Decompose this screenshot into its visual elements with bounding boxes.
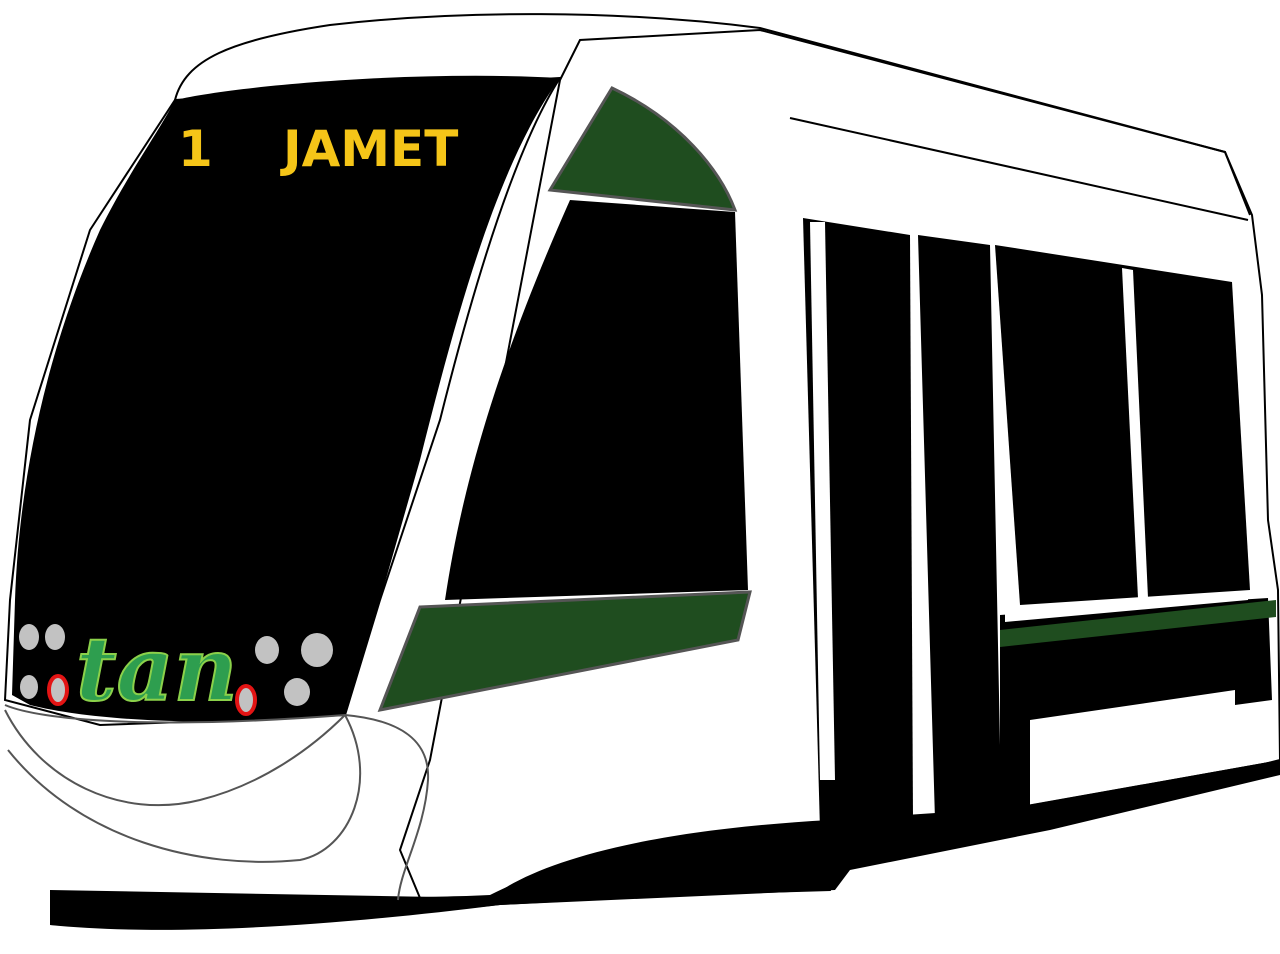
line-number: 1 xyxy=(178,120,213,178)
front-windshield xyxy=(12,75,560,722)
headlamp-left-3 xyxy=(20,675,38,699)
headlamp-left-1 xyxy=(19,624,39,650)
side-door-right xyxy=(918,235,1030,820)
headlamp-right-2 xyxy=(301,633,333,667)
cab-lower-window xyxy=(377,590,752,712)
side-window-panel xyxy=(995,245,1250,605)
headlamp-right-3 xyxy=(284,678,310,706)
tram-roof-line xyxy=(174,13,1251,216)
taillamp-right xyxy=(235,684,257,716)
taillamp-left xyxy=(47,674,69,706)
cab-upper-window xyxy=(547,86,738,212)
side-door-left-frame xyxy=(810,222,835,780)
cab-side-window xyxy=(445,200,748,600)
tram-underbody xyxy=(50,760,1280,927)
tram-roof-edge xyxy=(789,117,1249,221)
side-green-stripe xyxy=(1000,600,1276,647)
bumper-line-1 xyxy=(4,704,430,901)
bumper-line-3 xyxy=(4,709,346,807)
side-window-mullion xyxy=(1122,268,1148,598)
destination-name: JAMET xyxy=(280,120,458,178)
bumper-line-2 xyxy=(7,714,361,863)
tan-logo: tan xyxy=(76,617,238,721)
headlamp-right-1 xyxy=(255,636,279,664)
side-white-band xyxy=(1005,592,1248,622)
headlamp-left-2 xyxy=(45,624,65,650)
